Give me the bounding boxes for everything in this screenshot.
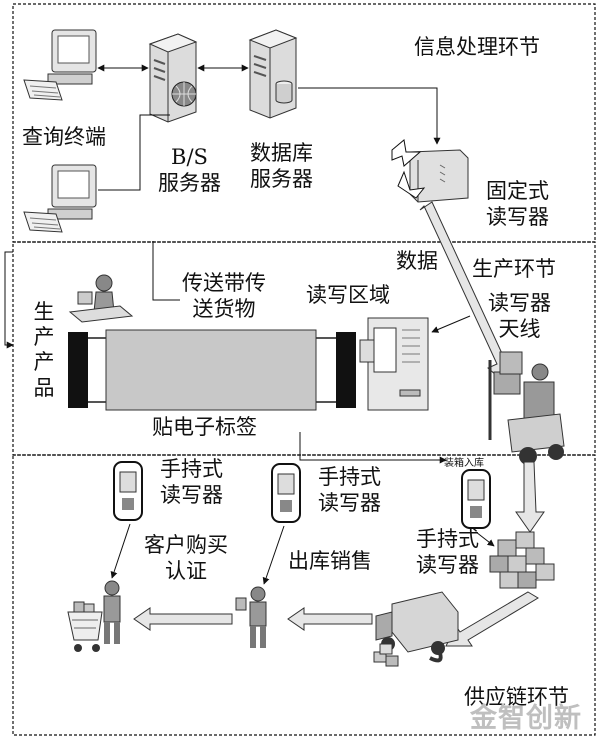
web-server-icon (148, 33, 198, 123)
customer-cart-icon (67, 580, 121, 652)
info-section-title: 信息处理环节 (414, 35, 540, 59)
production-section-title: 生产环节 (472, 257, 556, 281)
outbound-label: 出库销售 (288, 549, 372, 573)
reader-antenna-label: 读写器 天线 (488, 291, 551, 342)
forklift-icon (488, 351, 565, 465)
data-label: 数据 (396, 249, 438, 273)
handheld2-label: 手持式 读写器 (318, 465, 381, 516)
handheld1-label: 手持式 读写器 (160, 457, 223, 508)
tag-label: 贴电子标签 (152, 415, 257, 439)
handheld-reader-icon (271, 463, 301, 523)
bs-server-label: B/S 服务器 (158, 145, 221, 196)
link-db-fixed-reader (298, 87, 441, 145)
conveyor-belt (68, 329, 356, 411)
rw-zone-label: 读写区域 (306, 283, 390, 307)
handheld3-label: 手持式 读写器 (416, 527, 479, 578)
handheld-reader-icon (461, 469, 491, 529)
link-left-frame (4, 251, 14, 349)
computer-icon (23, 29, 97, 101)
link-handheld1-customer (110, 523, 131, 579)
arrow-to-customer (133, 607, 233, 631)
arrow-to-boxes (515, 461, 545, 533)
link-conveyor-frame (152, 241, 180, 301)
fixed-reader-label: 固定式 读写器 (486, 179, 549, 230)
truck-icon (373, 591, 459, 667)
link-terminal2-bs (98, 114, 170, 191)
link-tag-packing (299, 432, 447, 464)
arrow-to-truck (445, 591, 539, 647)
handheld-reader-icon (113, 461, 143, 521)
boxing-label: 装箱入库 (444, 458, 484, 469)
supply-section-frame (12, 454, 596, 736)
fixed-reader-icon (391, 139, 469, 203)
db-server-label: 数据库 服务器 (250, 141, 313, 192)
seller-person-icon (235, 586, 267, 648)
computer-icon (23, 164, 97, 233)
arrow-to-seller (287, 607, 373, 631)
customer-auth-label: 客户购买 认证 (144, 533, 228, 584)
database-server-icon (248, 29, 298, 119)
boxes-icon (489, 531, 555, 589)
conveyor-label: 传送带传 送货物 (182, 271, 266, 322)
products-label: 生产产品 (33, 300, 55, 400)
worker-icon (68, 274, 134, 323)
query-terminal-label: 查询终端 (22, 125, 106, 149)
reader-zone-icon (359, 317, 429, 411)
link-handheld3-boxes (475, 531, 495, 547)
link-antenna-zone (431, 315, 471, 333)
watermark-logo: 金智创新 (470, 703, 582, 734)
supply-section-title: 供应链环节 (464, 685, 569, 709)
link-handheld2-seller (262, 525, 285, 585)
